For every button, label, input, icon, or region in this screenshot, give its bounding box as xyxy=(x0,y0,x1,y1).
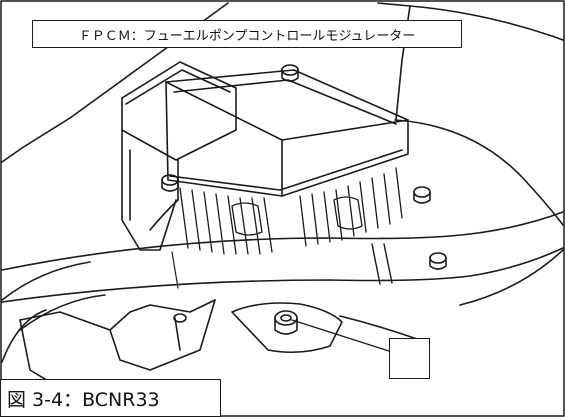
harness-pipe xyxy=(1,211,564,303)
figure-caption: 図 3-4：BCNR33 xyxy=(0,379,221,417)
module-name-text: ＦＰＣＭ：フューエルポンプコントロールモジュレーター xyxy=(78,28,416,44)
module-cover xyxy=(165,69,409,197)
callout-box xyxy=(389,338,430,379)
module-name-label: ＦＰＣＭ：フューエルポンプコントロールモジュレーター xyxy=(32,20,462,48)
lower-bracket xyxy=(19,299,343,383)
front-bracket xyxy=(121,61,237,251)
heat-sink-fins xyxy=(179,167,403,255)
figure-caption-text: 図 3-4：BCNR33 xyxy=(7,388,160,411)
mounting-bolts xyxy=(161,64,447,270)
callout-leader-line xyxy=(291,319,393,353)
